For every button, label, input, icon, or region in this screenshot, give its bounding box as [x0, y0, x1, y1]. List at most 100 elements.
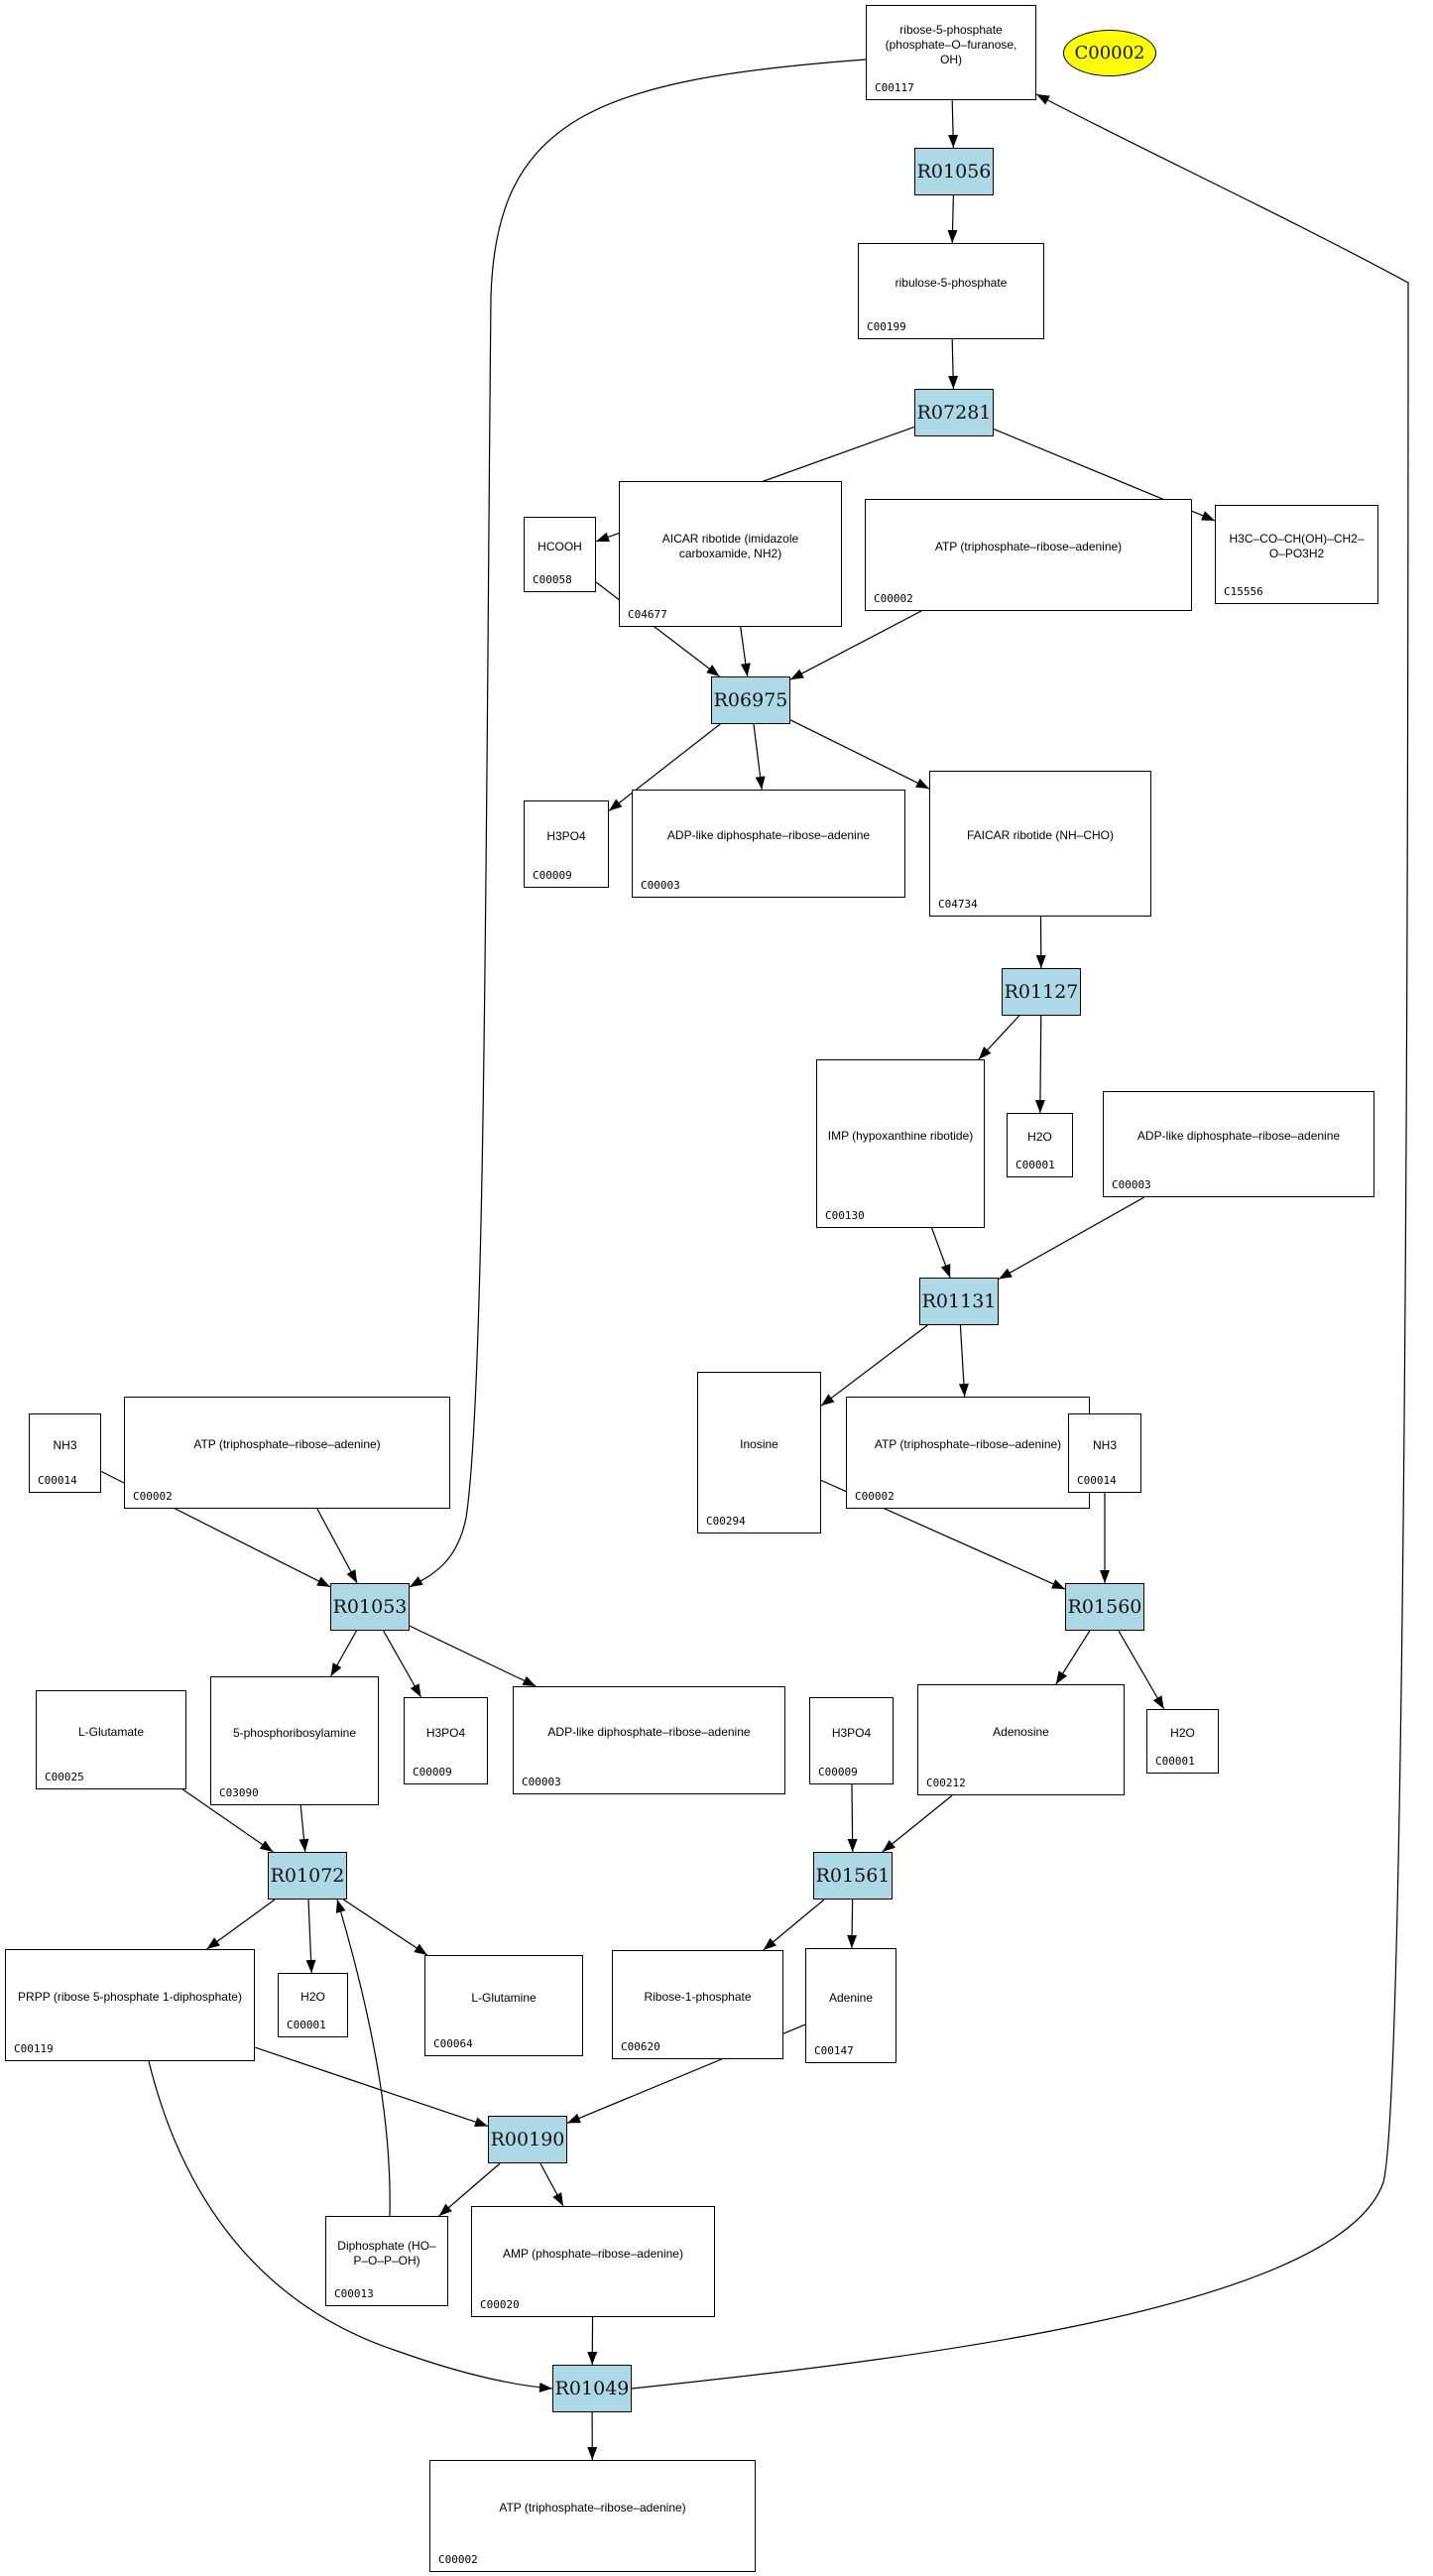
compound-c00002[interactable]: ATP (triphosphate–ribose–adenine) C00002	[846, 1397, 1090, 1509]
compound-c00020[interactable]: AMP (phosphate–ribose–adenine) C00020	[471, 2206, 715, 2317]
structure-image: HCOOH	[537, 539, 582, 553]
compound-c00147[interactable]: Adenine C00147	[805, 1948, 896, 2063]
compound-id-label: C00003	[1112, 1178, 1151, 1191]
compound-c00013[interactable]: Diphosphate (HO–P–O–P–OH) C00013	[325, 2216, 448, 2306]
reaction-r01049[interactable]: R01049	[552, 2365, 632, 2412]
arrowhead-icon	[821, 1394, 835, 1407]
compound-c00199[interactable]: ribulose-5-phosphate C00199	[858, 243, 1044, 339]
compound-c00058[interactable]: HCOOH C00058	[524, 517, 596, 592]
edge-R00190-to-c00013	[438, 2162, 501, 2217]
edge-R01053-to-c00003_c	[409, 1625, 537, 1687]
arrowhead-icon	[596, 532, 610, 543]
arrowhead-icon	[316, 1576, 330, 1587]
compound-c04734[interactable]: FAICAR ribotide (NH–CHO) C04734	[929, 771, 1151, 917]
structure-image: AICAR ribotide (imidazole carboxamide, N…	[661, 531, 802, 560]
reaction-r01072[interactable]: R01072	[268, 1852, 347, 1900]
compound-id-label: C03090	[219, 1786, 259, 1799]
reaction-r00190[interactable]: R00190	[488, 2116, 567, 2163]
compound-c00064[interactable]: L-Glutamine C00064	[424, 1955, 583, 2056]
compound-c00130[interactable]: IMP (hypoxanthine ribotide) C00130	[816, 1059, 985, 1228]
arrowhead-icon	[1055, 1670, 1067, 1684]
compound-c00001[interactable]: H2O C00001	[1146, 1709, 1219, 1774]
edge-c00212-to-R01561	[882, 1794, 953, 1853]
compound-id-label: C00212	[926, 1777, 966, 1789]
structure-image: ATP (triphosphate–ribose–adenine)	[874, 1437, 1062, 1451]
structure-image: L-Glutamate	[77, 1724, 145, 1739]
arrowhead-icon	[259, 1840, 274, 1852]
edge-c00119-to-R01049	[148, 2060, 553, 2390]
structure-image: H2O	[1170, 1726, 1195, 1740]
structure-image: H3PO4	[546, 828, 586, 843]
arrowhead-icon	[790, 669, 804, 680]
reaction-r07281[interactable]: R07281	[914, 389, 994, 436]
arrowhead-icon	[1036, 94, 1050, 105]
reaction-r01561[interactable]: R01561	[813, 1852, 893, 1900]
reaction-r01127[interactable]: R01127	[1002, 968, 1081, 1016]
compound-c00003[interactable]: ADP-like diphosphate–ribose–adenine C000…	[1103, 1091, 1374, 1197]
arrowhead-icon	[335, 1900, 346, 1913]
arrowhead-icon	[587, 2351, 598, 2365]
structure-image: AMP (phosphate–ribose–adenine)	[503, 2246, 683, 2261]
compound-c00002[interactable]: ATP (triphosphate–ribose–adenine) C00002	[429, 2460, 756, 2572]
highlight-compound-c00002[interactable]: C00002	[1063, 30, 1156, 76]
arrowhead-icon	[755, 776, 766, 790]
arrowhead-icon	[346, 1569, 358, 1583]
arrowhead-icon	[299, 1838, 309, 1852]
compound-c00294[interactable]: Inosine C00294	[697, 1372, 821, 1533]
compound-c00025[interactable]: L-Glutamate C00025	[36, 1690, 186, 1789]
compound-id-label: C00119	[14, 2042, 54, 2055]
arrowhead-icon	[522, 1675, 537, 1686]
structure-image: H3PO4	[831, 1725, 872, 1740]
reaction-r01053[interactable]: R01053	[330, 1583, 410, 1631]
compound-c00001[interactable]: H2O C00001	[1007, 1113, 1073, 1177]
compound-c00002[interactable]: ATP (triphosphate–ribose–adenine) C00002	[865, 499, 1192, 611]
compound-id-label: C00014	[1077, 1474, 1117, 1487]
reaction-r06975[interactable]: R06975	[711, 676, 790, 724]
compound-id-label: C00002	[438, 2553, 478, 2566]
compound-id-label: C00003	[641, 879, 680, 892]
compound-c00003[interactable]: ADP-like diphosphate–ribose–adenine C000…	[632, 790, 905, 898]
compound-c15556[interactable]: H3C–CO–CH(OH)–CH2–O–PO3H2 C15556	[1215, 505, 1378, 604]
structure-image: Inosine	[740, 1437, 778, 1451]
arrowhead-icon	[438, 2203, 452, 2216]
compound-c00119[interactable]: PRPP (ribose 5-phosphate 1-diphosphate) …	[5, 1949, 255, 2061]
compound-id-label: C00002	[874, 592, 913, 605]
arrowhead-icon	[763, 1937, 776, 1950]
compound-c00014[interactable]: NH3 C00014	[1068, 1413, 1141, 1493]
compound-id-label: C00013	[334, 2287, 374, 2300]
structure-image: ADP-like diphosphate–ribose–adenine	[547, 1725, 751, 1739]
edge-R01072-to-c00064	[342, 1899, 428, 1956]
reaction-r01056[interactable]: R01056	[914, 148, 994, 195]
compound-c00009[interactable]: H3PO4 C00009	[404, 1697, 488, 1784]
edge-c00025-to-R01072	[181, 1788, 274, 1853]
compound-c00620[interactable]: Ribose-1-phosphate C00620	[612, 1950, 783, 2059]
compound-c00003[interactable]: ADP-like diphosphate–ribose–adenine C000…	[513, 1686, 785, 1794]
reaction-r01560[interactable]: R01560	[1065, 1583, 1144, 1631]
compound-id-label: C00130	[825, 1209, 865, 1222]
compound-c00009[interactable]: H3PO4 C00009	[809, 1697, 894, 1784]
compound-id-label: C00009	[533, 869, 572, 882]
arrowhead-icon	[410, 1576, 423, 1587]
compound-id-label: C00294	[706, 1515, 746, 1528]
compound-c00014[interactable]: NH3 C00014	[29, 1413, 101, 1493]
compound-c00001[interactable]: H2O C00001	[278, 1973, 348, 2037]
arrowhead-icon	[587, 2446, 598, 2460]
structure-image: H3C–CO–CH(OH)–CH2–O–PO3H2	[1229, 532, 1365, 560]
edge-R01049-to-c00117_top	[631, 93, 1409, 2390]
reaction-r01131[interactable]: R01131	[919, 1278, 999, 1325]
arrowhead-icon	[414, 1943, 427, 1955]
compound-id-label: C00117	[875, 81, 914, 94]
edge-c00119-to-R00190	[254, 2046, 489, 2128]
arrowhead-icon	[978, 1046, 992, 1059]
compound-c00009[interactable]: H3PO4 C00009	[524, 800, 609, 888]
compound-id-label: C04734	[938, 898, 978, 911]
compound-c00117[interactable]: ribose-5-phosphate (phosphate–O–furanose…	[866, 5, 1036, 100]
arrowhead-icon	[410, 1683, 421, 1697]
compound-c03090[interactable]: 5-phosphoribosylamine C03090	[210, 1676, 379, 1805]
compound-c00212[interactable]: Adenosine C00212	[917, 1684, 1125, 1795]
arrowhead-icon	[706, 665, 720, 676]
structure-image: ribulose-5-phosphate	[895, 276, 1008, 290]
compound-c04677[interactable]: AICAR ribotide (imidazole carboxamide, N…	[619, 481, 842, 627]
arrowhead-icon	[1034, 1099, 1045, 1113]
compound-c00002[interactable]: ATP (triphosphate–ribose–adenine) C00002	[124, 1397, 450, 1509]
